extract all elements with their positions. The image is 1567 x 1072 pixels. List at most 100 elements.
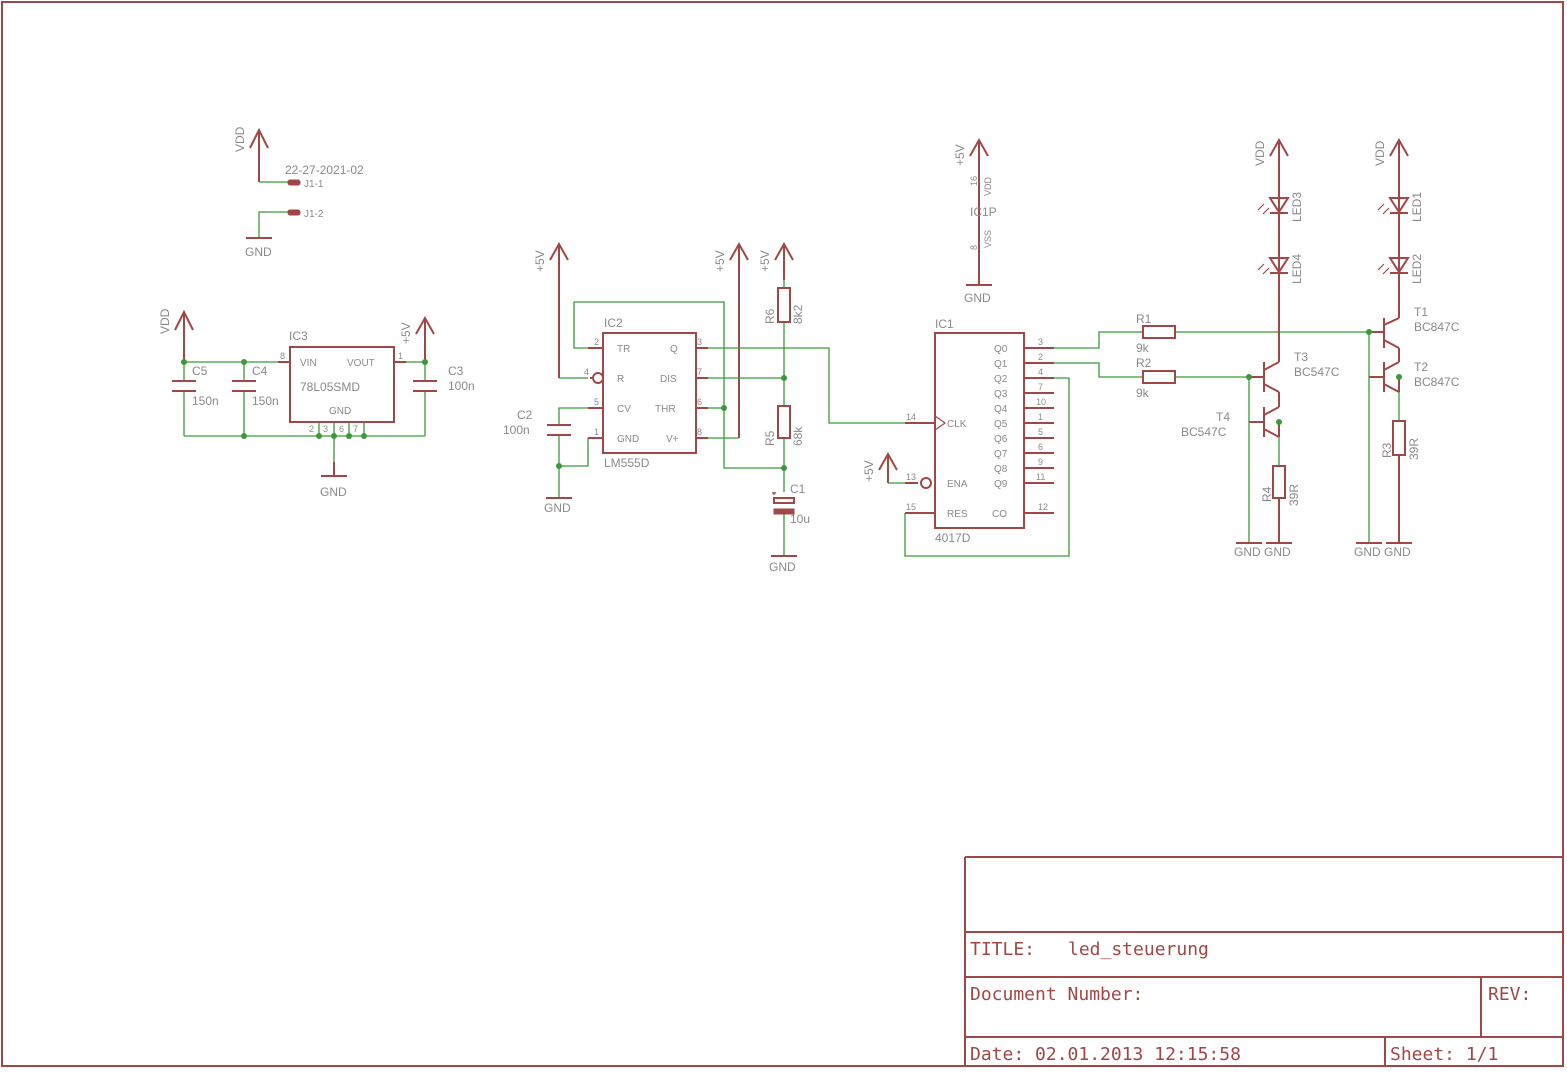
counter-output-label: Q7: [994, 449, 1008, 460]
counter-output-pin: 7: [1038, 382, 1043, 392]
regulator-pin-vin: 8: [280, 351, 285, 361]
t2-name: T2: [1414, 360, 1428, 374]
title-label: TITLE:: [970, 939, 1035, 960]
regulator-gnd-pin: 6: [339, 424, 344, 434]
r6-resistor: [777, 287, 791, 323]
counter-output-label: Q2: [994, 374, 1008, 385]
r1-value: 9k: [1136, 341, 1150, 355]
r4-value: 39R: [1287, 484, 1301, 506]
vdd-label: VDD: [1373, 140, 1387, 166]
r2-resistor: [1142, 370, 1176, 384]
timer-thr-label: THR: [655, 404, 676, 415]
led3-symbol: [1268, 197, 1290, 214]
counter-output-label: Q4: [994, 404, 1008, 415]
counter-output-pin: 9: [1038, 457, 1043, 467]
ic1p-name: IC1P: [970, 205, 997, 219]
r3-name: R3: [1380, 442, 1394, 458]
timer-name: IC2: [604, 316, 623, 330]
driver-section: R1 9k R2 9k VDD LED3 LED4 VDD LED1 LED2 …: [1054, 137, 1460, 559]
r2-value: 9k: [1136, 386, 1150, 400]
regulator-name: IC3: [289, 329, 308, 343]
c2-value: 100n: [503, 423, 530, 437]
timer-gnd-label: GND: [617, 434, 639, 445]
plus5v-label: +5V: [758, 250, 772, 272]
regulator-gnd-label: GND: [329, 406, 351, 417]
led2-label: LED2: [1410, 254, 1424, 284]
r5-value: 68k: [791, 426, 805, 446]
timer-vplus-label: V+: [666, 434, 679, 445]
t1-value: BC847C: [1414, 320, 1460, 334]
counter-output-pin: 5: [1038, 427, 1043, 437]
gnd-label: GND: [1354, 545, 1381, 559]
gnd-label: GND: [769, 560, 796, 574]
ic1p-vdd-pin: 16: [969, 176, 979, 186]
r5-resistor: [777, 405, 791, 439]
t3-name: T3: [1294, 350, 1308, 364]
c1-name: C1: [790, 482, 806, 496]
c1-capacitor: [773, 497, 795, 504]
t2-transistor: [1369, 361, 1400, 393]
timer-pin: 7: [697, 367, 702, 377]
t4-name: T4: [1216, 410, 1230, 424]
r5-name: R5: [763, 430, 777, 446]
led4-symbol: [1268, 257, 1290, 274]
c3-value: 100n: [448, 379, 475, 393]
counter-co-pin: 12: [1038, 502, 1048, 512]
gnd-label: GND: [245, 245, 272, 259]
timer-body: [602, 332, 697, 454]
counter-output-label: Q3: [994, 389, 1008, 400]
sheet-field: Sheet: 1/1: [1390, 1044, 1498, 1065]
regulator-gnd-pin: 2: [309, 424, 314, 434]
r3-resistor: [1392, 420, 1406, 456]
r1-name: R1: [1136, 312, 1152, 326]
plus5v-label: +5V: [862, 460, 876, 482]
connector-pin1-label: J1-1: [304, 179, 324, 190]
counter-output-label: Q9: [994, 479, 1008, 490]
r3-value: 39R: [1407, 438, 1421, 460]
timer-section: +5V +5V +5V IC2 LM555D TR R CV GND Q DIS…: [503, 241, 935, 574]
date-field: Date: 02.01.2013 12:15:58: [970, 1044, 1241, 1065]
counter-section: IC1 4017D Q0 Q1 Q2 Q3 Q4 Q5 Q6 Q7 Q8 Q9 …: [862, 137, 1070, 557]
regulator-gnd-pin: 7: [353, 424, 358, 434]
reset-inversion-bubble: [592, 372, 604, 384]
t1-name: T1: [1414, 305, 1428, 319]
gnd-label: GND: [964, 291, 991, 305]
timer-pin: 2: [594, 337, 599, 347]
counter-output-label: Q5: [994, 419, 1008, 430]
timer-value: LM555D: [604, 456, 650, 470]
timer-q-label: Q: [670, 344, 678, 355]
counter-output-label: Q0: [994, 344, 1008, 355]
ic1p-vss-pin: 8: [969, 245, 979, 250]
counter-ena-pin: 13: [906, 472, 916, 482]
led4-label: LED4: [1290, 254, 1304, 284]
regulator-vout-label: VOUT: [347, 358, 375, 369]
t4-transistor: [1249, 406, 1280, 438]
regulator-gnd-pin: 3: [323, 424, 328, 434]
timer-pin: 3: [697, 337, 702, 347]
regulator-pin-vout: 1: [398, 351, 403, 361]
counter-output-label: Q1: [994, 359, 1008, 370]
t3-transistor: [1249, 361, 1280, 393]
plus5v-label: +5V: [713, 250, 727, 272]
timer-pin: 6: [697, 397, 702, 407]
t1-transistor: [1369, 317, 1400, 349]
gnd-label: GND: [1384, 545, 1411, 559]
regulator-section: VDD +5V IC3 VIN VOUT 78L05SMD GND 8 1 2 …: [158, 308, 475, 499]
vdd-label: VDD: [233, 126, 247, 152]
regulator-value: 78L05SMD: [300, 380, 360, 394]
counter-ena-label: ENA: [947, 479, 968, 490]
gnd-label: GND: [544, 501, 571, 515]
timer-tr-label: TR: [617, 344, 630, 355]
led3-label: LED3: [1290, 192, 1304, 222]
counter-output-label: Q8: [994, 464, 1008, 475]
r2-name: R2: [1136, 356, 1152, 370]
counter-clk-label: CLK: [947, 419, 967, 430]
c4-value: 150n: [252, 394, 279, 408]
revision-label: REV:: [1488, 984, 1531, 1005]
timer-pin: 1: [594, 427, 599, 437]
timer-pin: 8: [697, 427, 702, 437]
counter-output-pin: 4: [1038, 367, 1043, 377]
vdd-label: VDD: [158, 308, 172, 334]
